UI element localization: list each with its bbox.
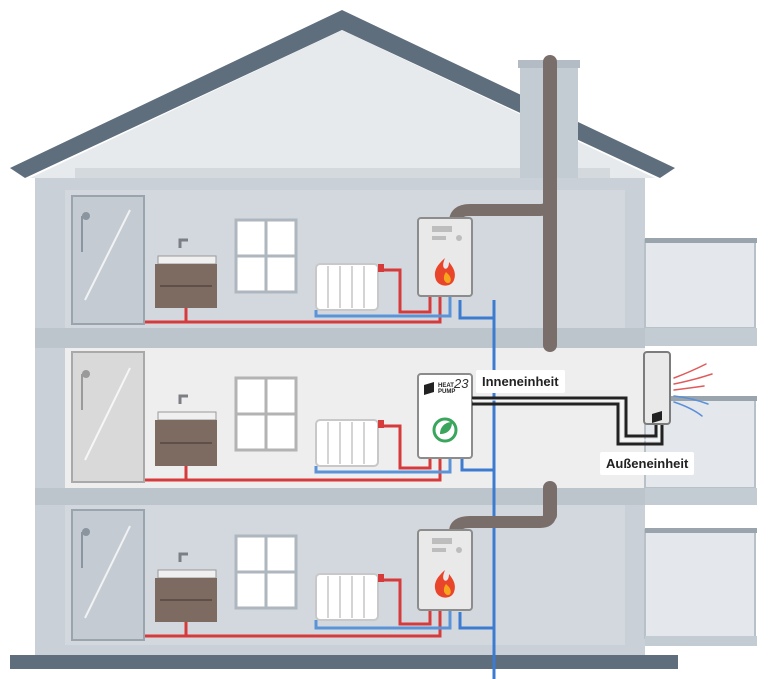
brand-number: 23 [454, 376, 469, 391]
balcony-bottom [644, 528, 757, 646]
flame-icon [434, 258, 455, 286]
refrigerant-lines [472, 396, 664, 446]
gas-boiler-top [417, 217, 473, 297]
sink-icon [155, 552, 217, 622]
flame-icon [434, 570, 455, 598]
balcony-top [644, 238, 757, 346]
ground [10, 655, 678, 669]
radiator-icon [315, 419, 384, 467]
shower-icon [71, 509, 145, 641]
window-icon [234, 218, 298, 294]
shower-icon [71, 351, 145, 483]
window-icon [234, 534, 298, 610]
outdoor-unit-label: Außeneinheit [600, 452, 695, 475]
shower-icon [71, 195, 145, 325]
heat-pump-indoor-unit [417, 373, 473, 459]
heating-pipes [145, 268, 452, 638]
window-icon [234, 376, 298, 452]
heat-pump-outdoor-unit [643, 351, 671, 425]
radiator-icon [315, 263, 384, 311]
roof [10, 10, 675, 180]
brand-line2: PUMP [438, 389, 456, 395]
sink-icon [155, 238, 217, 308]
sink-icon [155, 394, 217, 466]
indoor-unit-label: Inneneinheit [476, 370, 565, 393]
brand-line1: HEAT [438, 383, 454, 389]
radiator-icon [315, 573, 384, 621]
leaf-recycle-icon [432, 417, 458, 443]
flue-pipe [449, 55, 557, 538]
airflow-arrows [673, 363, 713, 417]
